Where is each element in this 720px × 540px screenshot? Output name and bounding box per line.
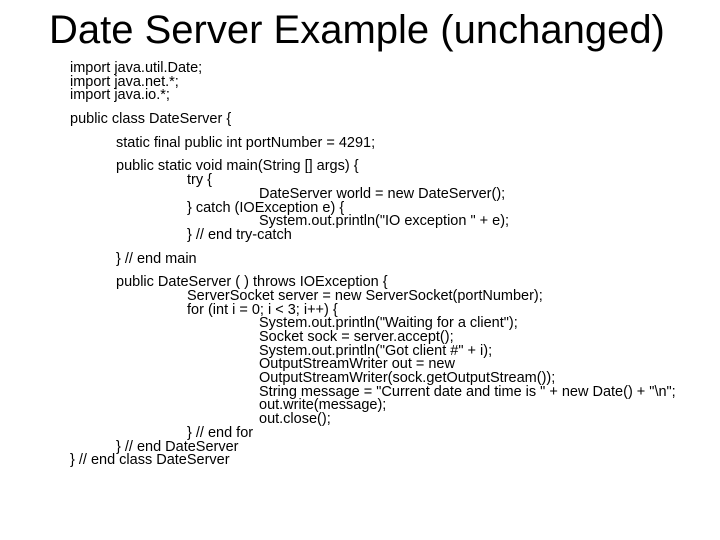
- code-line: import java.net.*;: [70, 73, 179, 90]
- code-line: DateServer world = new DateServer();: [259, 185, 506, 202]
- code-line: } // end for: [187, 424, 254, 441]
- code-line: } // end try-catch: [187, 226, 292, 243]
- code-line: } // end main: [116, 250, 197, 267]
- code-line: public class DateServer {: [70, 111, 232, 128]
- code-line: try {: [187, 172, 212, 189]
- code-line: OutputStreamWriter out = new: [259, 356, 455, 373]
- code-line: public DateServer ( ) throws IOException…: [116, 274, 388, 291]
- code-line: } // end class DateServer: [70, 452, 230, 469]
- code-line: } catch (IOException e) {: [187, 199, 345, 216]
- code-block: import java.util.Date; import java.net.*…: [70, 60, 718, 469]
- code-line: Socket sock = server.accept();: [259, 329, 454, 345]
- code-line: ServerSocket server = new ServerSocket(p…: [187, 287, 543, 304]
- slide-title: Date Server Example (unchanged): [49, 8, 665, 52]
- code-line: System.out.println("Got client #" + i);: [259, 342, 493, 359]
- code-line: public static void main(String [] args) …: [116, 158, 359, 175]
- code-line: out.close();: [259, 411, 331, 428]
- code-line: for (int i = 0; i < 3; i++) {: [187, 301, 338, 318]
- code-line: System.out.println("IO exception " + e);: [259, 213, 510, 230]
- code-line: static final public int portNumber = 429…: [116, 134, 376, 151]
- code-line: System.out.println("Waiting for a client…: [259, 315, 518, 332]
- code-line: out.write(message);: [259, 397, 387, 414]
- code-line: import java.io.*;: [70, 87, 170, 104]
- code-line: } // end DateServer: [116, 438, 239, 455]
- code-line: import java.util.Date;: [70, 60, 203, 76]
- code-line: String message = "Current date and time …: [259, 383, 676, 400]
- code-line: OutputStreamWriter(sock.getOutputStream(…: [259, 370, 556, 387]
